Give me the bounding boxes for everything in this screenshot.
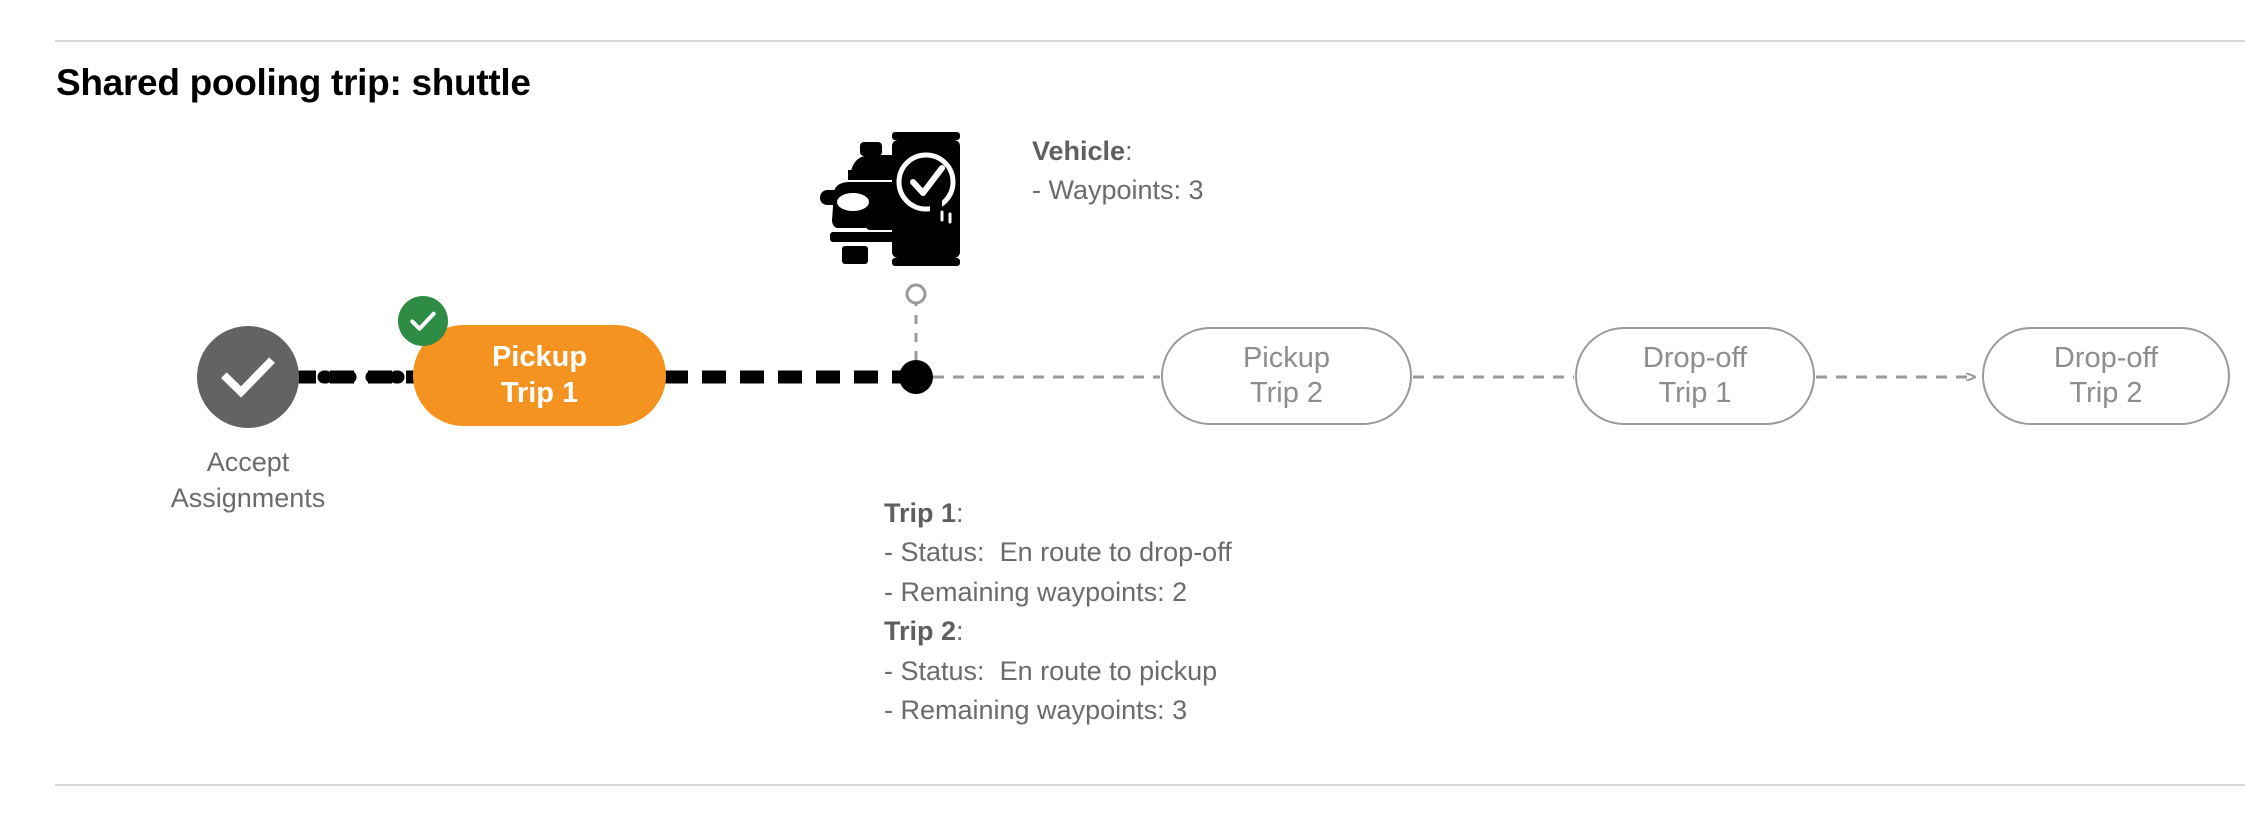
check-icon — [221, 357, 275, 398]
check-icon — [410, 311, 436, 331]
trip-2-status-value: En route to pickup — [999, 655, 1218, 686]
vehicle-heading-colon: : — [1125, 136, 1133, 166]
drop-off-trip-1-line1: Drop-off — [1642, 341, 1748, 374]
vehicle-waypoints: - Waypoints: 3 — [1032, 175, 1204, 206]
page-title: Shared pooling trip: shuttle — [56, 62, 531, 103]
flow-node-pickup-trip-2[interactable]: Pickup Trip 2 — [1161, 327, 1412, 425]
start-label-line1: Accept — [206, 447, 290, 477]
trip-2-status: - Status: En route to pickup — [884, 652, 1232, 691]
flow-node-pickup-trip-1[interactable]: Pickup Trip 1 — [413, 325, 666, 426]
bottom-divider — [55, 784, 2245, 786]
top-divider — [55, 40, 2245, 42]
trip-1-heading: Trip 1: — [884, 494, 1232, 533]
vehicle-heading: Vehicle: — [1032, 132, 1204, 171]
trip-1-status: - Status: En route to drop-off — [884, 533, 1232, 572]
pickup-trip-2-line1: Pickup — [1242, 341, 1331, 374]
pickup-trip-1-line2: Trip 1 — [500, 376, 579, 409]
flow-node-accept-assignments[interactable] — [197, 326, 299, 428]
pickup-trip-1-line1: Pickup — [491, 341, 588, 374]
vehicle-info-block: Vehicle: - Waypoints: 3 — [1032, 132, 1204, 210]
drop-off-trip-2-line1: Drop-off — [2053, 341, 2159, 374]
trip-2-heading-colon: : — [956, 616, 964, 647]
completed-badge-pickup-trip-1 — [398, 296, 448, 346]
car-with-phone-check-icon — [820, 132, 960, 266]
flow-node-drop-off-trip-2[interactable]: Drop-off Trip 2 — [1982, 327, 2230, 425]
flow-node-drop-off-trip-1[interactable]: Drop-off Trip 1 — [1575, 327, 1815, 425]
trip-1-status-value: En route to drop-off — [999, 537, 1232, 568]
trip-1-waypoints: - Remaining waypoints: 2 — [884, 576, 1188, 607]
trip-2-heading-text: Trip 2 — [884, 616, 957, 647]
trip-1-heading-colon: : — [956, 498, 964, 528]
trip-1-status-label: - Status: — [884, 537, 985, 568]
vehicle-position-dot — [899, 360, 933, 394]
pickup-trip-2-line2: Trip 2 — [1249, 377, 1324, 409]
trip-2-waypoints: - Remaining waypoints: 3 — [884, 695, 1188, 726]
trip-2-status-label: - Status: — [884, 655, 985, 686]
trips-info-block: Trip 1: - Status: En route to drop-off -… — [884, 494, 1232, 730]
vehicle-heading-text: Vehicle — [1032, 136, 1126, 166]
drop-off-trip-2-line2: Trip 2 — [2069, 377, 2143, 409]
flow-node-accept-assignments-label: Accept Assignments — [138, 444, 358, 517]
drop-off-trip-1-line2: Trip 1 — [1658, 377, 1732, 409]
trip-1-heading-text: Trip 1 — [884, 498, 957, 528]
vehicle-leader-circle — [905, 283, 927, 305]
start-label-line2: Assignments — [170, 483, 326, 514]
trip-2-heading: Trip 2: — [884, 612, 1232, 651]
